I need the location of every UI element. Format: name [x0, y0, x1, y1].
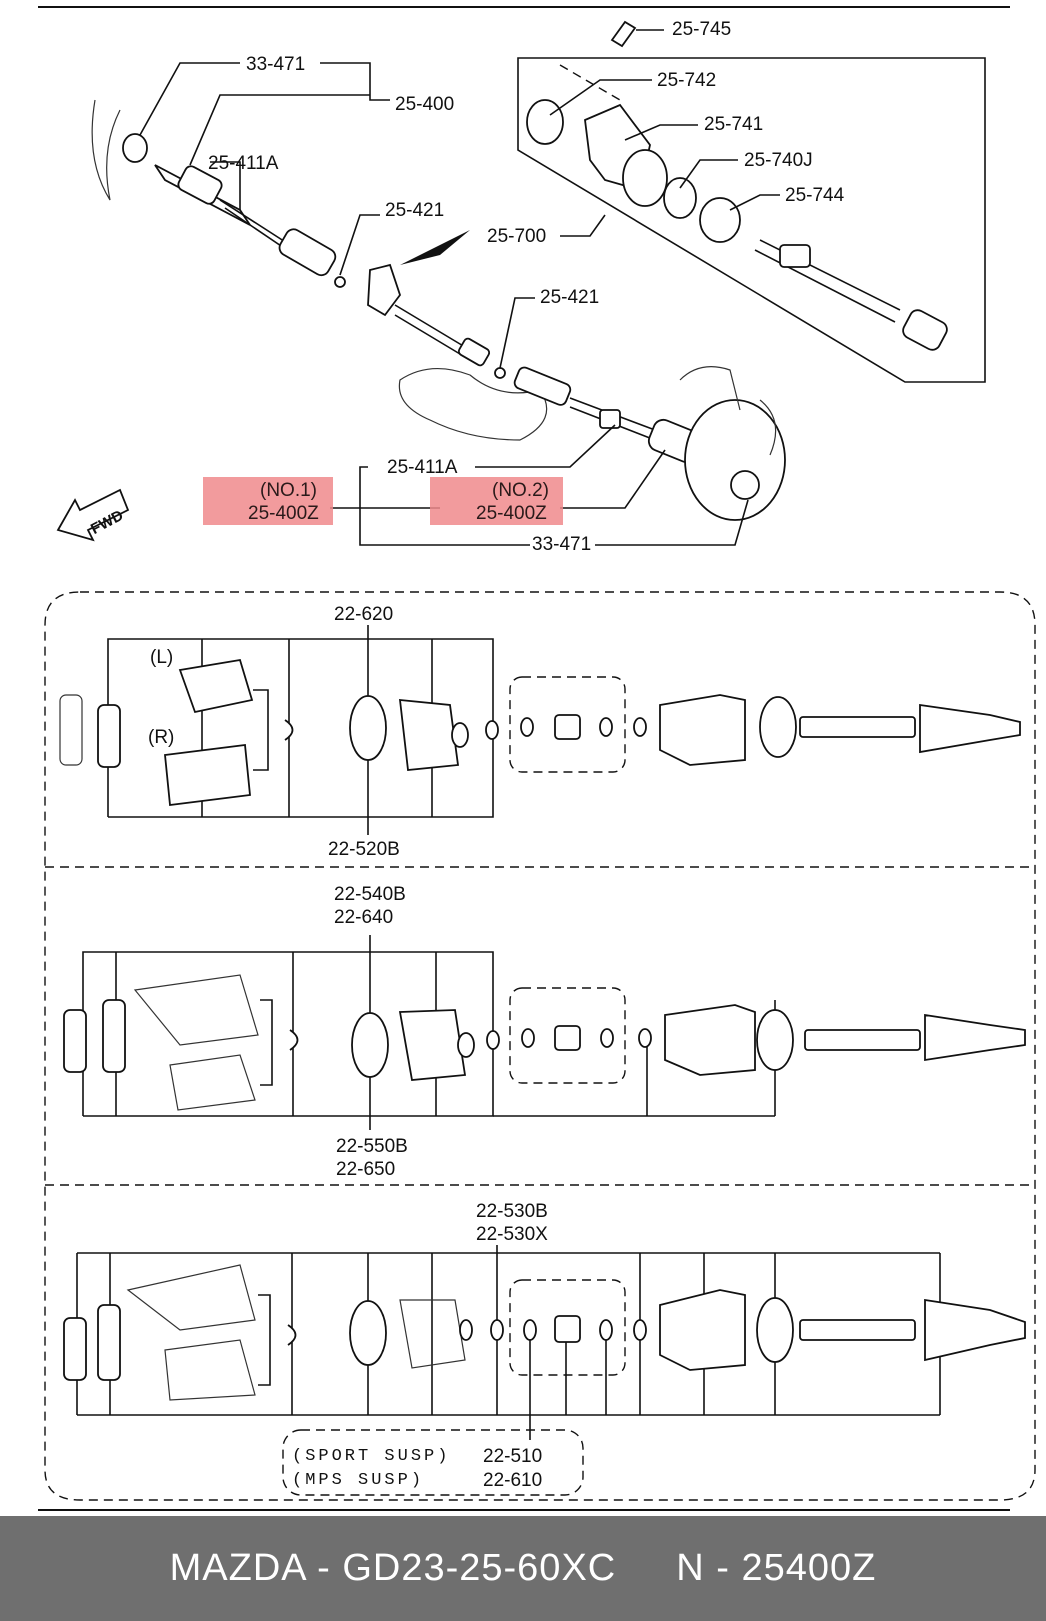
label-25-421-b: 25-421	[540, 287, 599, 308]
parts-diagram: FWD 33-471 25-400 25-411A 25-421 25-421 …	[38, 6, 1036, 1511]
s1-label-22-520b: 22-520B	[328, 839, 400, 860]
s1-side-right: (R)	[148, 727, 174, 748]
label-25-745: 25-745	[672, 19, 731, 40]
s1-side-left: (L)	[150, 647, 173, 668]
leader-lines-top	[139, 29, 780, 546]
s3-note-sport-code: 22-510	[483, 1446, 542, 1467]
no1-part: 25-400Z	[248, 503, 319, 524]
label-33-471-top: 33-471	[246, 54, 305, 75]
s2-label-22-650: 22-650	[336, 1159, 395, 1180]
center-bearing	[367, 230, 548, 441]
no2-part: 25-400Z	[476, 503, 547, 524]
label-25-744: 25-744	[785, 185, 845, 206]
highlight-no1	[203, 477, 333, 525]
fwd-arrow: FWD	[56, 488, 130, 542]
s3-label-22-530b: 22-530B	[476, 1201, 548, 1222]
part-number-banner: MAZDA - GD23-25-60XC N - 25400Z	[0, 1516, 1046, 1621]
label-25-740j: 25-740J	[744, 150, 813, 171]
s2-label-22-540b: 22-540B	[334, 884, 406, 905]
section-2	[63, 935, 1026, 1130]
footer-oem-number: MAZDA - GD23-25-60XC	[169, 1547, 617, 1589]
s2-label-22-640: 22-640	[334, 907, 393, 928]
footer-part-number: N - 25400Z	[676, 1547, 877, 1589]
intermediate-shaft-inset	[517, 20, 986, 383]
s1-label-22-620: 22-620	[334, 604, 393, 625]
label-25-411a-bottom: 25-411A	[387, 457, 458, 478]
no1-tag: (NO.1)	[260, 480, 317, 501]
label-25-411a-top: 25-411A	[208, 153, 279, 174]
label-25-421-a: 25-421	[385, 200, 444, 221]
label-25-741: 25-741	[704, 114, 763, 135]
s3-label-22-530x: 22-530X	[476, 1224, 548, 1245]
label-25-742: 25-742	[657, 70, 716, 91]
label-25-400: 25-400	[395, 94, 454, 115]
section-3	[63, 1245, 1026, 1496]
section-1	[59, 625, 1021, 835]
s2-label-22-550b: 22-550B	[336, 1136, 408, 1157]
s3-note-mps-text: (MPS SUSP)	[292, 1471, 424, 1490]
label-33-471-bottom: 33-471	[532, 534, 591, 555]
lower-driveshaft	[513, 366, 786, 521]
s3-note-sport-text: (SPORT SUSP)	[292, 1447, 450, 1466]
highlight-no2	[430, 477, 563, 525]
label-25-700: 25-700	[487, 226, 546, 247]
s3-note-mps-code: 22-610	[483, 1470, 542, 1491]
upper-driveshaft	[91, 99, 337, 277]
no2-tag: (NO.2)	[492, 480, 549, 501]
